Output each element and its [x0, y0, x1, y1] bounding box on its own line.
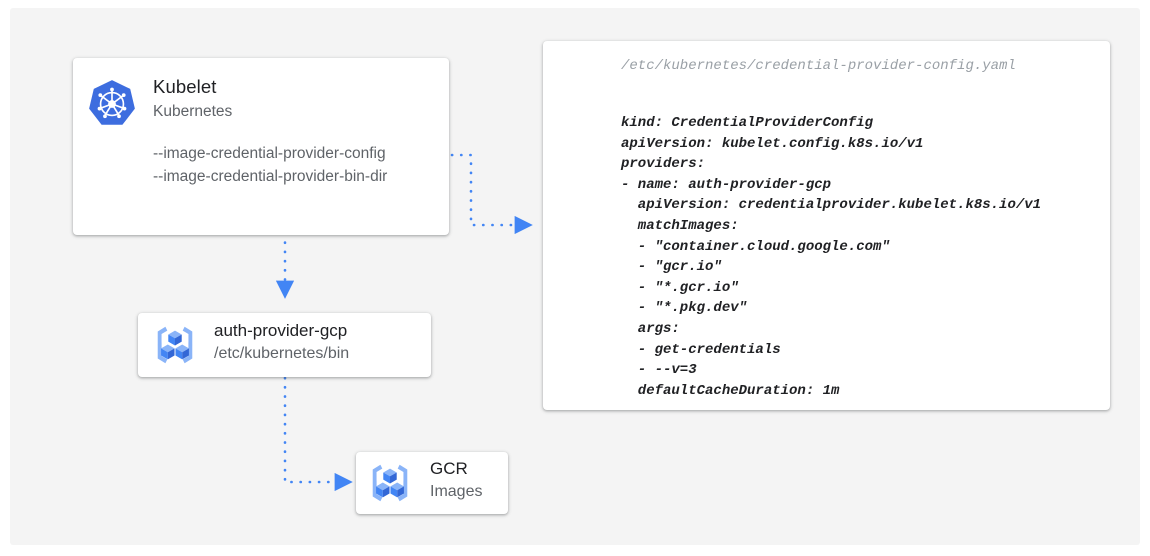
- credential-provider-config-panel[interactable]: /etc/kubernetes/credential-provider-conf…: [543, 41, 1110, 410]
- kubelet-node-card[interactable]: Kubelet Kubernetes --image-credential-pr…: [73, 58, 449, 235]
- kubelet-title: Kubelet: [153, 76, 217, 97]
- container-registry-icon: [157, 326, 193, 364]
- code-filename-label: /etc/kubernetes/credential-provider-conf…: [621, 58, 1016, 74]
- gcr-node-card[interactable]: GCR Images: [356, 452, 508, 514]
- yaml-code-block: kind: CredentialProviderConfig apiVersio…: [621, 115, 1042, 399]
- container-registry-icon: [372, 464, 408, 502]
- kubelet-flag-config: --image-credential-provider-config: [153, 145, 386, 162]
- gcr-title: GCR: [430, 459, 468, 478]
- kubernetes-logo-icon: [89, 80, 135, 125]
- cube-top: [168, 330, 182, 346]
- gcr-subtitle: Images: [430, 483, 483, 500]
- kubelet-flag-bin-dir: --image-credential-provider-bin-dir: [153, 168, 388, 185]
- cube-bottom-right: [390, 482, 404, 498]
- cube-bottom-left: [161, 344, 175, 360]
- cube-bottom-left: [376, 482, 390, 498]
- auth-provider-gcp-subtitle: /etc/kubernetes/bin: [214, 345, 350, 362]
- kubelet-subtitle: Kubernetes: [153, 103, 233, 120]
- auth-provider-gcp-title: auth-provider-gcp: [214, 321, 348, 340]
- auth-provider-gcp-node-card[interactable]: auth-provider-gcp /etc/kubernetes/bin: [138, 313, 431, 377]
- cube-top: [383, 468, 397, 484]
- cube-bottom-right: [175, 344, 189, 360]
